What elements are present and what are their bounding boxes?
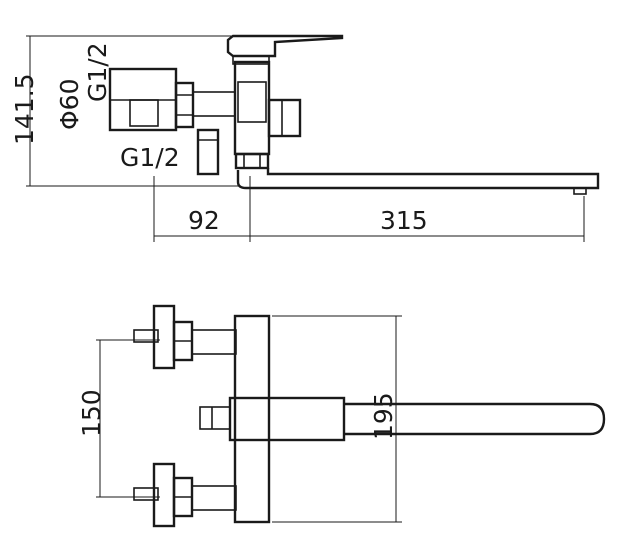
spout-reach-label: 315: [380, 206, 428, 235]
upper-escutcheon: [152, 304, 176, 370]
eccentric-nut: [174, 81, 195, 129]
diameter-label: Φ60: [55, 79, 84, 131]
body-top-view: [233, 314, 271, 524]
spout: [236, 168, 600, 190]
center-distance-label: 150: [77, 389, 106, 437]
faucet-body: [233, 60, 271, 156]
height-dimension: 141.5: [10, 35, 240, 187]
mixer-block: [228, 396, 346, 442]
lower-escutcheon: [152, 462, 176, 528]
center-distance-dimension: 150: [77, 339, 160, 498]
width-dimension: 195: [272, 315, 402, 523]
lever-handle: [226, 34, 344, 58]
reach-dimensions: 92 315: [153, 176, 585, 242]
width-label: 195: [369, 392, 398, 440]
spout-nut: [234, 152, 270, 170]
connecting-pipe: [192, 91, 236, 117]
wall-to-body-label: 92: [188, 206, 220, 235]
diverter-knob: [267, 98, 302, 138]
thread-top-label: G1/2: [83, 42, 112, 102]
thread-bottom-label: G1/2: [120, 143, 180, 172]
aerator: [573, 187, 587, 195]
side-view: 141.5 G1/2 Φ60 G1/2: [10, 34, 600, 242]
diverter-stub: [199, 406, 231, 430]
spout-top-view: [344, 402, 606, 436]
top-view: 150 195: [77, 304, 606, 528]
height-label: 141.5: [10, 73, 39, 145]
lower-inlet: [196, 128, 220, 176]
